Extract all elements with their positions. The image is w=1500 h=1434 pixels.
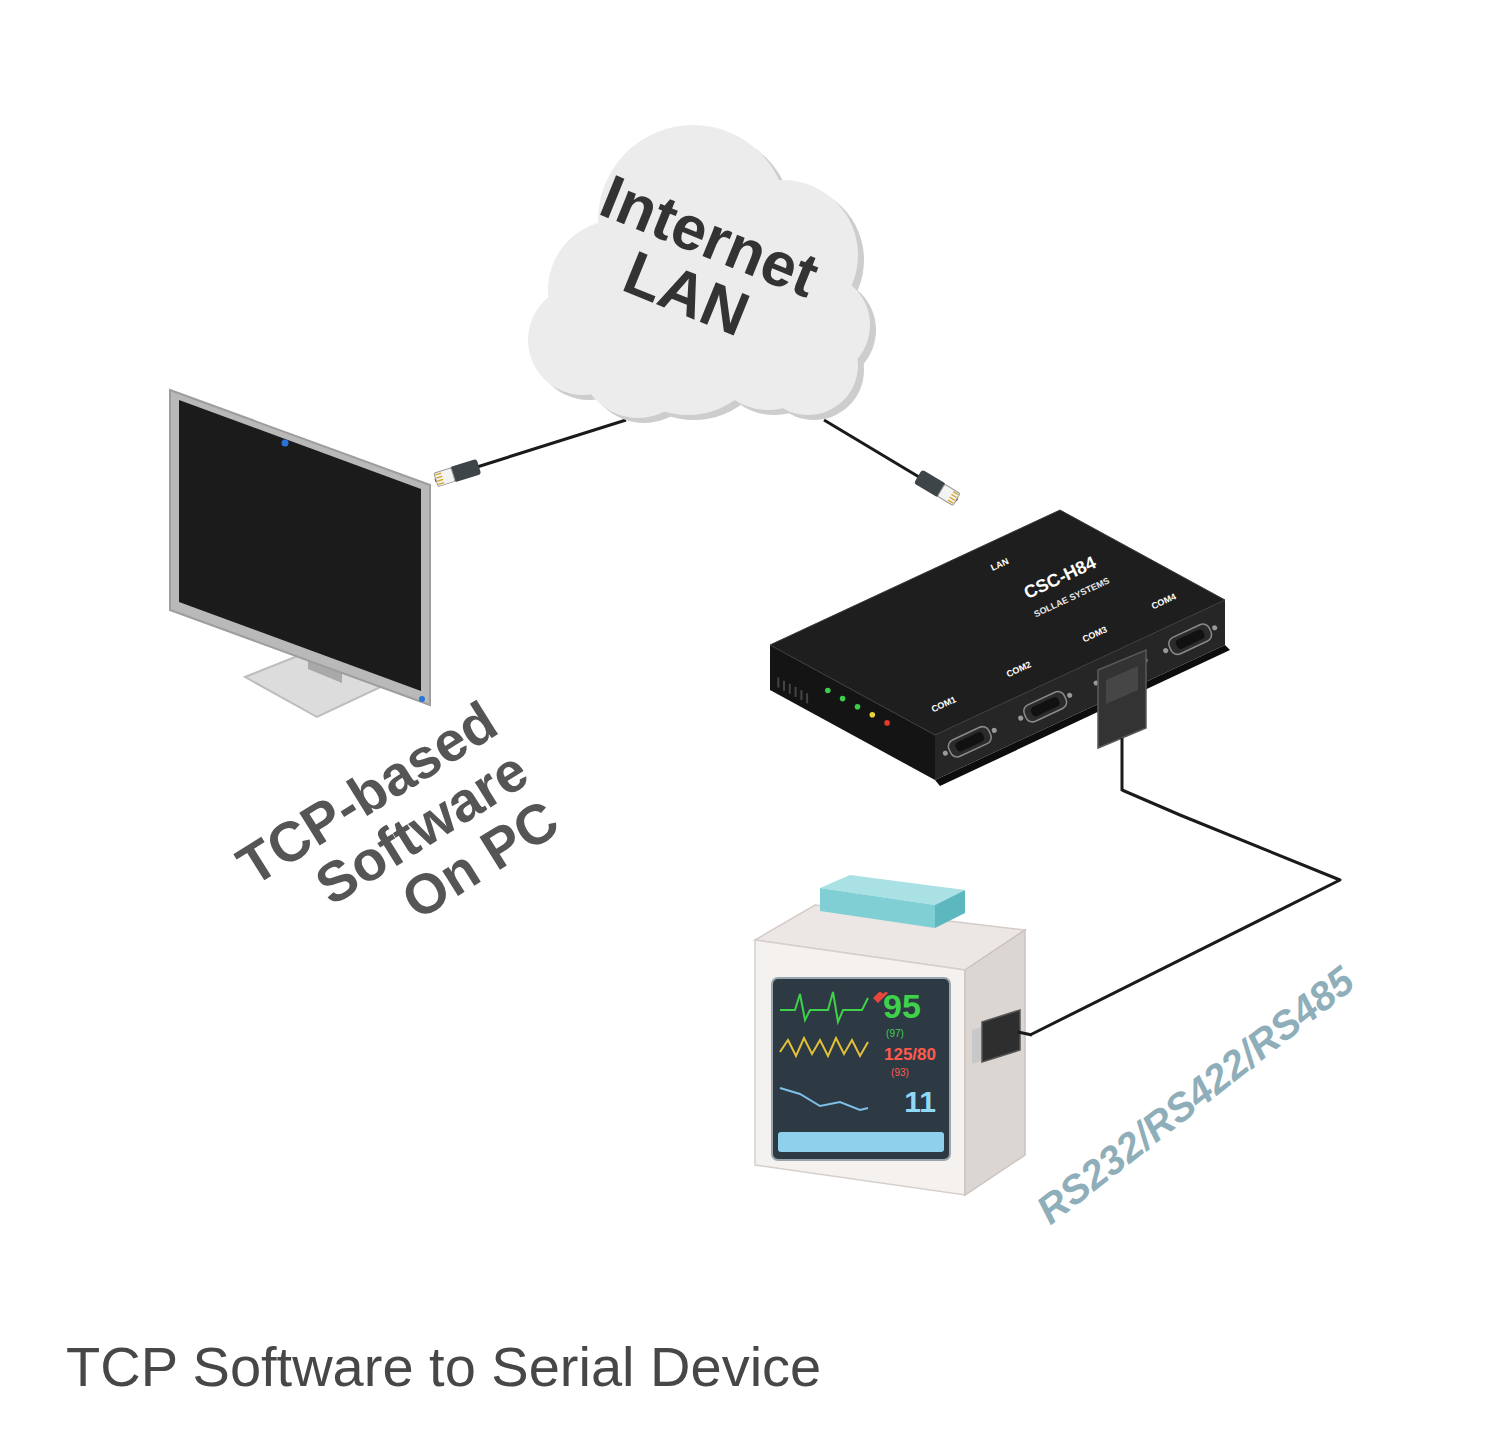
status-led [840,696,846,702]
illustration-part [954,731,985,753]
device-server: CSC-H84SOLLAE SYSTEMS [760,500,1230,790]
ecg-wave [780,992,868,1022]
vent-slot [806,693,808,703]
vital-screen [772,978,950,1160]
vent-slot [777,678,779,688]
plug-contact [950,497,955,500]
db9-port [939,721,1000,762]
handle-side [935,890,965,928]
plug-contact [438,483,444,485]
plug-contact [437,479,443,481]
cloud-body [528,125,870,418]
monitor-front-face [755,940,965,1195]
serial-cable [1018,1032,1032,1035]
plug-contact [948,500,953,503]
vital-value: (93) [891,1068,909,1078]
device-server-shape [760,500,1230,790]
illustration-part [758,315,858,415]
vital-value: 11 [904,1087,936,1117]
db9-plug-grip [1106,666,1138,704]
db9-plug [982,1010,1020,1062]
vital-value: 125/80 [884,1046,936,1063]
monitor-screen [179,400,421,691]
screen-strip [778,1132,944,1152]
pleth-wave [780,1038,868,1056]
illustration-part [942,750,949,757]
protocol-label: RS232/RS422/RS485 [1029,959,1362,1232]
patient-monitor: 95 (97) 125/80 (93) 11 [750,870,1030,1200]
plug-contact [435,473,441,475]
resp-wave [780,1088,868,1110]
plug-contact [436,476,442,478]
vent-slot [783,681,785,691]
plug-head [434,468,455,487]
cable-connector [824,420,957,500]
monitor-shape [160,385,435,725]
power-dot [419,696,425,702]
db9-port [1160,619,1221,660]
illustration-part [1017,715,1024,722]
rj45-plug [434,459,482,488]
status-led [825,688,831,694]
monitor-bezel [170,390,430,705]
illustration-part [1021,689,1068,724]
db9-plug [1098,650,1146,748]
caption: TCP Software to Serial Device [66,1338,821,1397]
illustration-part [946,724,993,759]
monitor-side-face [965,930,1025,1195]
pc-label: TCP-based Software On PC [222,691,569,998]
illustration-part [1211,624,1218,631]
illustration-part [1029,696,1060,718]
illustration-part [1174,628,1205,650]
plug-head [938,484,961,505]
cloud-node: Internet LAN [518,115,878,420]
vent-slot [789,684,791,694]
vital-value: 95 [883,989,921,1023]
status-led [884,720,890,726]
vent-slot [800,690,802,700]
pc-monitor: TCP-based Software On PC [160,385,435,725]
db9-port [1015,686,1076,727]
plug-contact [953,492,958,495]
camera-dot [282,440,289,447]
status-led [855,704,861,710]
server-top-face [770,510,1225,735]
server-flange [935,645,1230,786]
plug-contact [951,494,956,497]
illustration-part [1066,692,1073,699]
illustration-part [1162,647,1169,654]
status-led [870,712,876,718]
illustration-part [991,727,998,734]
vital-value: (97) [886,1029,904,1039]
rj45-plug [914,469,961,506]
serial-cable [1121,738,1124,791]
illustration-part [1166,622,1213,657]
vent-slot [795,687,797,697]
handle-front [820,888,935,928]
